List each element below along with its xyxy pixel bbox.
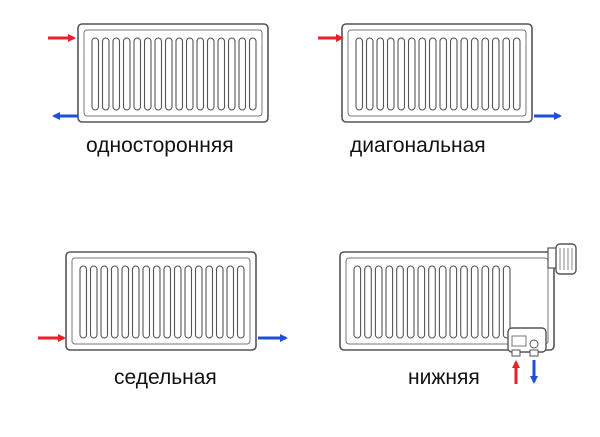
radiator-fin — [502, 37, 511, 111]
radiator-fin — [122, 37, 131, 111]
radiator-fin — [386, 37, 395, 111]
radiator-fin — [184, 265, 193, 339]
radiator-bottom — [339, 243, 577, 384]
radiator-fin — [89, 265, 98, 339]
radiator-fin — [215, 265, 224, 339]
radiator-fin — [142, 265, 151, 339]
caption-saddle: седельная — [114, 366, 217, 389]
radiator-saddle — [38, 251, 288, 351]
radiator-fin — [449, 265, 458, 339]
radiator-fin — [205, 265, 214, 339]
radiator-fins-4 — [353, 265, 511, 339]
radiator-fin — [227, 37, 236, 111]
radiator-fin — [460, 37, 469, 111]
radiator-fin — [196, 37, 205, 111]
caption-diagonal: диагональная — [350, 134, 486, 157]
radiator-fin — [470, 265, 479, 339]
radiator-fin — [173, 265, 182, 339]
radiator-fin — [194, 265, 203, 339]
radiator-fin — [206, 37, 215, 111]
radiator-fin — [79, 265, 88, 339]
thermostatic-valve-icon — [547, 243, 577, 275]
radiator-fin — [470, 37, 479, 111]
radiator-fin — [154, 37, 163, 111]
caption-bottom: нижняя — [408, 366, 480, 389]
radiator-fin — [502, 265, 511, 339]
radiator-fin — [163, 265, 172, 339]
radiator-diagonal — [318, 23, 562, 123]
radiator-fins-3 — [79, 265, 245, 339]
radiator-fin — [133, 37, 142, 111]
radiator-fin — [438, 265, 447, 339]
radiator-fin — [112, 37, 121, 111]
radiator-fin — [355, 37, 364, 111]
radiator-fin — [492, 265, 500, 339]
radiator-fin — [374, 265, 383, 339]
radiator-fin — [152, 265, 161, 339]
radiator-fin — [365, 37, 374, 111]
radiator-fin — [481, 37, 490, 111]
radiator-fin — [121, 265, 130, 339]
radiator-fin — [217, 37, 226, 111]
radiator-fin — [418, 37, 427, 111]
radiator-fin — [164, 37, 173, 111]
radiator-fin — [91, 37, 100, 111]
radiator-fin — [353, 265, 362, 339]
radiator-fin — [481, 265, 490, 339]
radiator-fin — [396, 265, 404, 339]
bottom-connection-valve-icon — [507, 327, 547, 357]
radiator-fin — [100, 265, 109, 339]
radiator-fin — [236, 265, 245, 339]
radiator-fin — [397, 37, 406, 111]
radiator-fin — [512, 37, 521, 111]
radiator-fin — [185, 37, 194, 111]
radiator-fins-2 — [355, 37, 521, 111]
radiator-fin — [439, 37, 448, 111]
radiator-fin — [460, 265, 468, 339]
radiator-fin — [385, 265, 394, 339]
caption-one-sided: односторонняя — [86, 134, 234, 157]
radiator-fin — [101, 37, 110, 111]
radiator-fin — [406, 265, 415, 339]
radiator-fin — [491, 37, 500, 111]
radiator-fin — [428, 37, 437, 111]
radiator-fin — [248, 37, 257, 111]
radiator-fin — [407, 37, 416, 111]
radiator-fin — [417, 265, 426, 339]
radiator-one-sided — [48, 23, 269, 123]
radiator-fin — [175, 37, 184, 111]
radiator-fin — [110, 265, 119, 339]
radiator-fin — [131, 265, 140, 339]
radiator-fin — [449, 37, 458, 111]
radiator-fins-1 — [91, 37, 257, 111]
radiator-fin — [364, 265, 372, 339]
radiator-fin — [376, 37, 385, 111]
radiator-fin — [238, 37, 247, 111]
radiator-fin — [428, 265, 436, 339]
radiator-fin — [143, 37, 152, 111]
radiator-fin — [226, 265, 235, 339]
